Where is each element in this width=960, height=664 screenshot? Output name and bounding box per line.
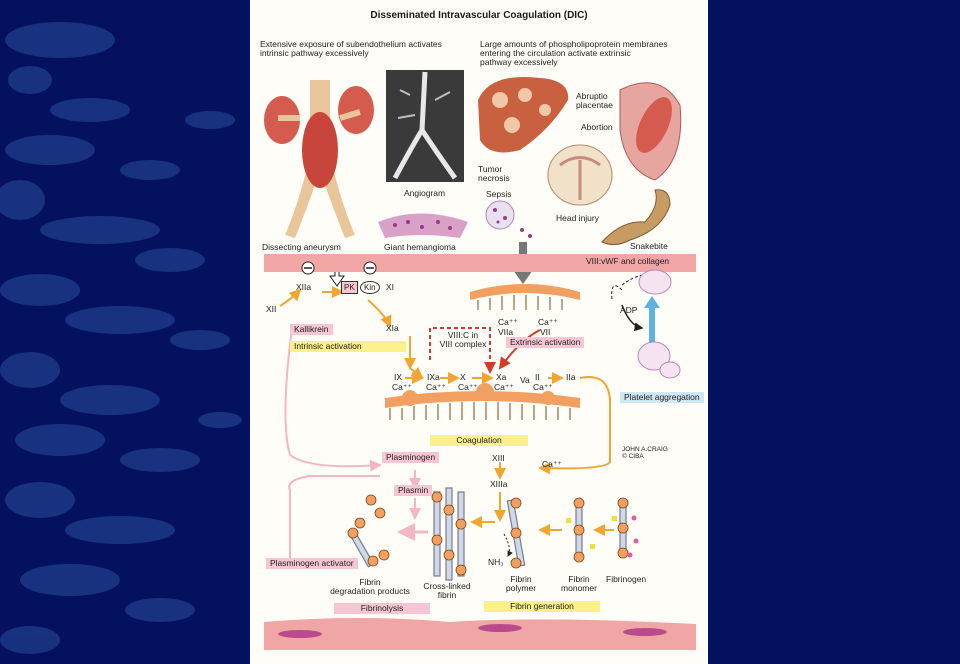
viii-complex-label: VIII:C in VIII complex: [439, 330, 487, 349]
extrinsic-activation-label: Extrinsic activation: [506, 337, 585, 349]
factor-xa: Xa: [496, 372, 507, 382]
factor-ii: II: [535, 372, 540, 382]
caption-giant-hemangioma: Giant hemangioma: [384, 242, 456, 252]
hemangioma-image: [378, 213, 468, 238]
factor-nh3: NH₃: [488, 557, 504, 567]
factor-viia: VIIa: [498, 327, 514, 337]
fibrin-degradation-products-label: Fibrin degradation products: [330, 577, 410, 596]
fibrin-generation-label: Fibrin generation: [484, 601, 600, 613]
factor-x: X: [460, 372, 466, 382]
caption-snakebite: Snakebite: [630, 241, 668, 251]
factor-xiiia: XIIIa: [490, 479, 508, 489]
caption-dissecting-aneurysm: Dissecting aneurysm: [262, 242, 341, 252]
factor-ca-ixa: Ca⁺⁺: [426, 382, 446, 392]
page-title: Disseminated Intravascular Coagulation (…: [370, 10, 588, 21]
factor-ca-ii: Ca⁺⁺: [533, 382, 553, 392]
vessel-wall-label: VIII:vWF and collagen: [586, 256, 670, 266]
factor-kin: Kin: [360, 281, 380, 294]
kallikrein-label: Kallikrein: [290, 324, 333, 336]
factor-va: Va: [520, 375, 530, 385]
plasminogen-label: Plasminogen: [382, 452, 440, 464]
fibrinolysis-label: Fibrinolysis: [334, 603, 430, 615]
factor-ca-ix: Ca⁺⁺: [392, 382, 412, 392]
factor-ixa: IXa: [427, 372, 440, 382]
factor-pk: PK: [341, 281, 358, 294]
factor-ca-xiii: Ca⁺⁺: [542, 459, 562, 469]
factor-xia: XIa: [386, 323, 399, 333]
kidney-aneurysm-illustration: [264, 80, 374, 238]
caption-sepsis: Sepsis: [486, 189, 512, 199]
factor-xii: XII: [266, 304, 277, 314]
plasmin-label: Plasmin: [394, 485, 433, 497]
fibrin-monomer-label: Fibrin monomer: [561, 574, 597, 593]
caption-head-injury: Head injury: [556, 213, 599, 223]
factor-xi: XI: [386, 282, 395, 292]
factor-iia: IIa: [566, 372, 576, 382]
intrinsic-activation-label: Intrinsic activation: [290, 341, 406, 353]
coagulation-label: Coagulation: [430, 435, 528, 447]
fibrin-nodes: [347, 491, 629, 576]
artist-signature: JOHN A.CRAIG © CIBA: [622, 446, 668, 460]
factor-ix: IX: [394, 372, 403, 382]
coagulation-membrane: [385, 383, 580, 420]
diagram-slide: Disseminated Intravascular Coagulation (…: [250, 0, 708, 664]
intro-extrinsic: Large amounts of phospholipoprotein memb…: [480, 39, 668, 67]
fibrinogen-label: Fibrinogen: [606, 574, 647, 584]
liver-tumor-illustration: [478, 76, 569, 153]
factor-xiia: XIIa: [296, 282, 312, 292]
factor-ca-vii: Ca⁺⁺: [538, 317, 558, 327]
plasminogen-activator-label: Plasminogen activator: [266, 558, 358, 570]
head-injury-illustration: [547, 144, 613, 206]
snake-illustration: [601, 189, 671, 246]
caption-tumor-necrosis: Tumor necrosis: [478, 164, 510, 183]
factor-adp: ADP: [620, 305, 638, 315]
cross-linked-fibrin-label: Cross-linked fibrin: [423, 581, 471, 600]
platelet-aggregation-label: Platelet aggregation: [620, 392, 704, 404]
caption-abortion: Abortion: [581, 122, 613, 132]
factor-ca-x: Ca⁺⁺: [458, 382, 478, 392]
extrinsic-membrane: [470, 284, 580, 310]
caption-abruptio-placentae: Abruptio placentae: [576, 91, 613, 110]
uterus-illustration: [619, 82, 682, 181]
angiogram-image: [386, 70, 464, 182]
factor-ca-xa: Ca⁺⁺: [494, 382, 514, 392]
factor-xiii: XIII: [492, 453, 505, 463]
sepsis-illustration: [485, 200, 532, 238]
intro-intrinsic: Extensive exposure of subendothelium act…: [260, 39, 442, 58]
factor-vii: VII: [540, 327, 551, 337]
factor-ca-viia: Ca⁺⁺: [498, 317, 518, 327]
dic-illustration: [264, 70, 696, 650]
fibrin-polymer-label: Fibrin polymer: [505, 574, 537, 593]
caption-angiogram: Angiogram: [404, 188, 446, 198]
